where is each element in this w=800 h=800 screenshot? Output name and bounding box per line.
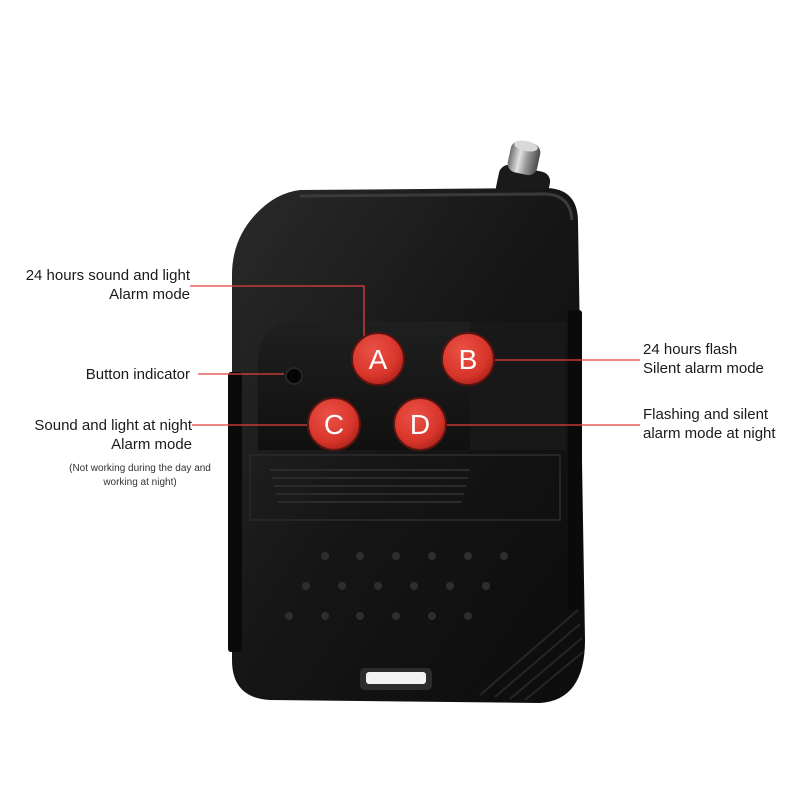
callout-d-line1: Flashing and silent xyxy=(643,406,769,423)
callout-c-line2: Alarm mode xyxy=(111,436,192,453)
callout-c-note-line1: (Not working during the day and xyxy=(69,463,211,474)
button-d-label: D xyxy=(410,409,430,440)
button-c-label: C xyxy=(324,409,344,440)
callout-a-line2: Alarm mode xyxy=(109,286,190,303)
callout-b-line2: Silent alarm mode xyxy=(643,360,764,377)
callout-b: 24 hours flash Silent alarm mode xyxy=(643,340,764,378)
leader-lines xyxy=(190,285,640,426)
button-b[interactable]: B xyxy=(441,332,495,386)
callout-c-note-line2: working at night) xyxy=(103,477,177,488)
button-a[interactable]: A xyxy=(351,332,405,386)
callout-d-line2: alarm mode at night xyxy=(643,425,776,442)
callout-b-line1: 24 hours flash xyxy=(643,341,738,358)
button-c[interactable]: C xyxy=(307,397,361,451)
button-b-label: B xyxy=(459,344,478,375)
button-d[interactable]: D xyxy=(393,397,447,451)
button-a-label: A xyxy=(369,344,388,375)
callout-c-note: (Not working during the day and working … xyxy=(45,462,235,490)
callout-a-line1: 24 hours sound and light xyxy=(25,267,190,284)
callout-d: Flashing and silent alarm mode at night xyxy=(643,405,776,443)
callout-a: 24 hours sound and light Alarm mode xyxy=(26,266,190,304)
callout-indicator-text: Button indicator xyxy=(85,366,190,383)
callout-c: Sound and light at night Alarm mode xyxy=(34,416,192,454)
callout-c-line1: Sound and light at night xyxy=(34,417,192,434)
callout-indicator: Button indicator xyxy=(86,365,190,384)
indicator-led xyxy=(285,367,303,385)
